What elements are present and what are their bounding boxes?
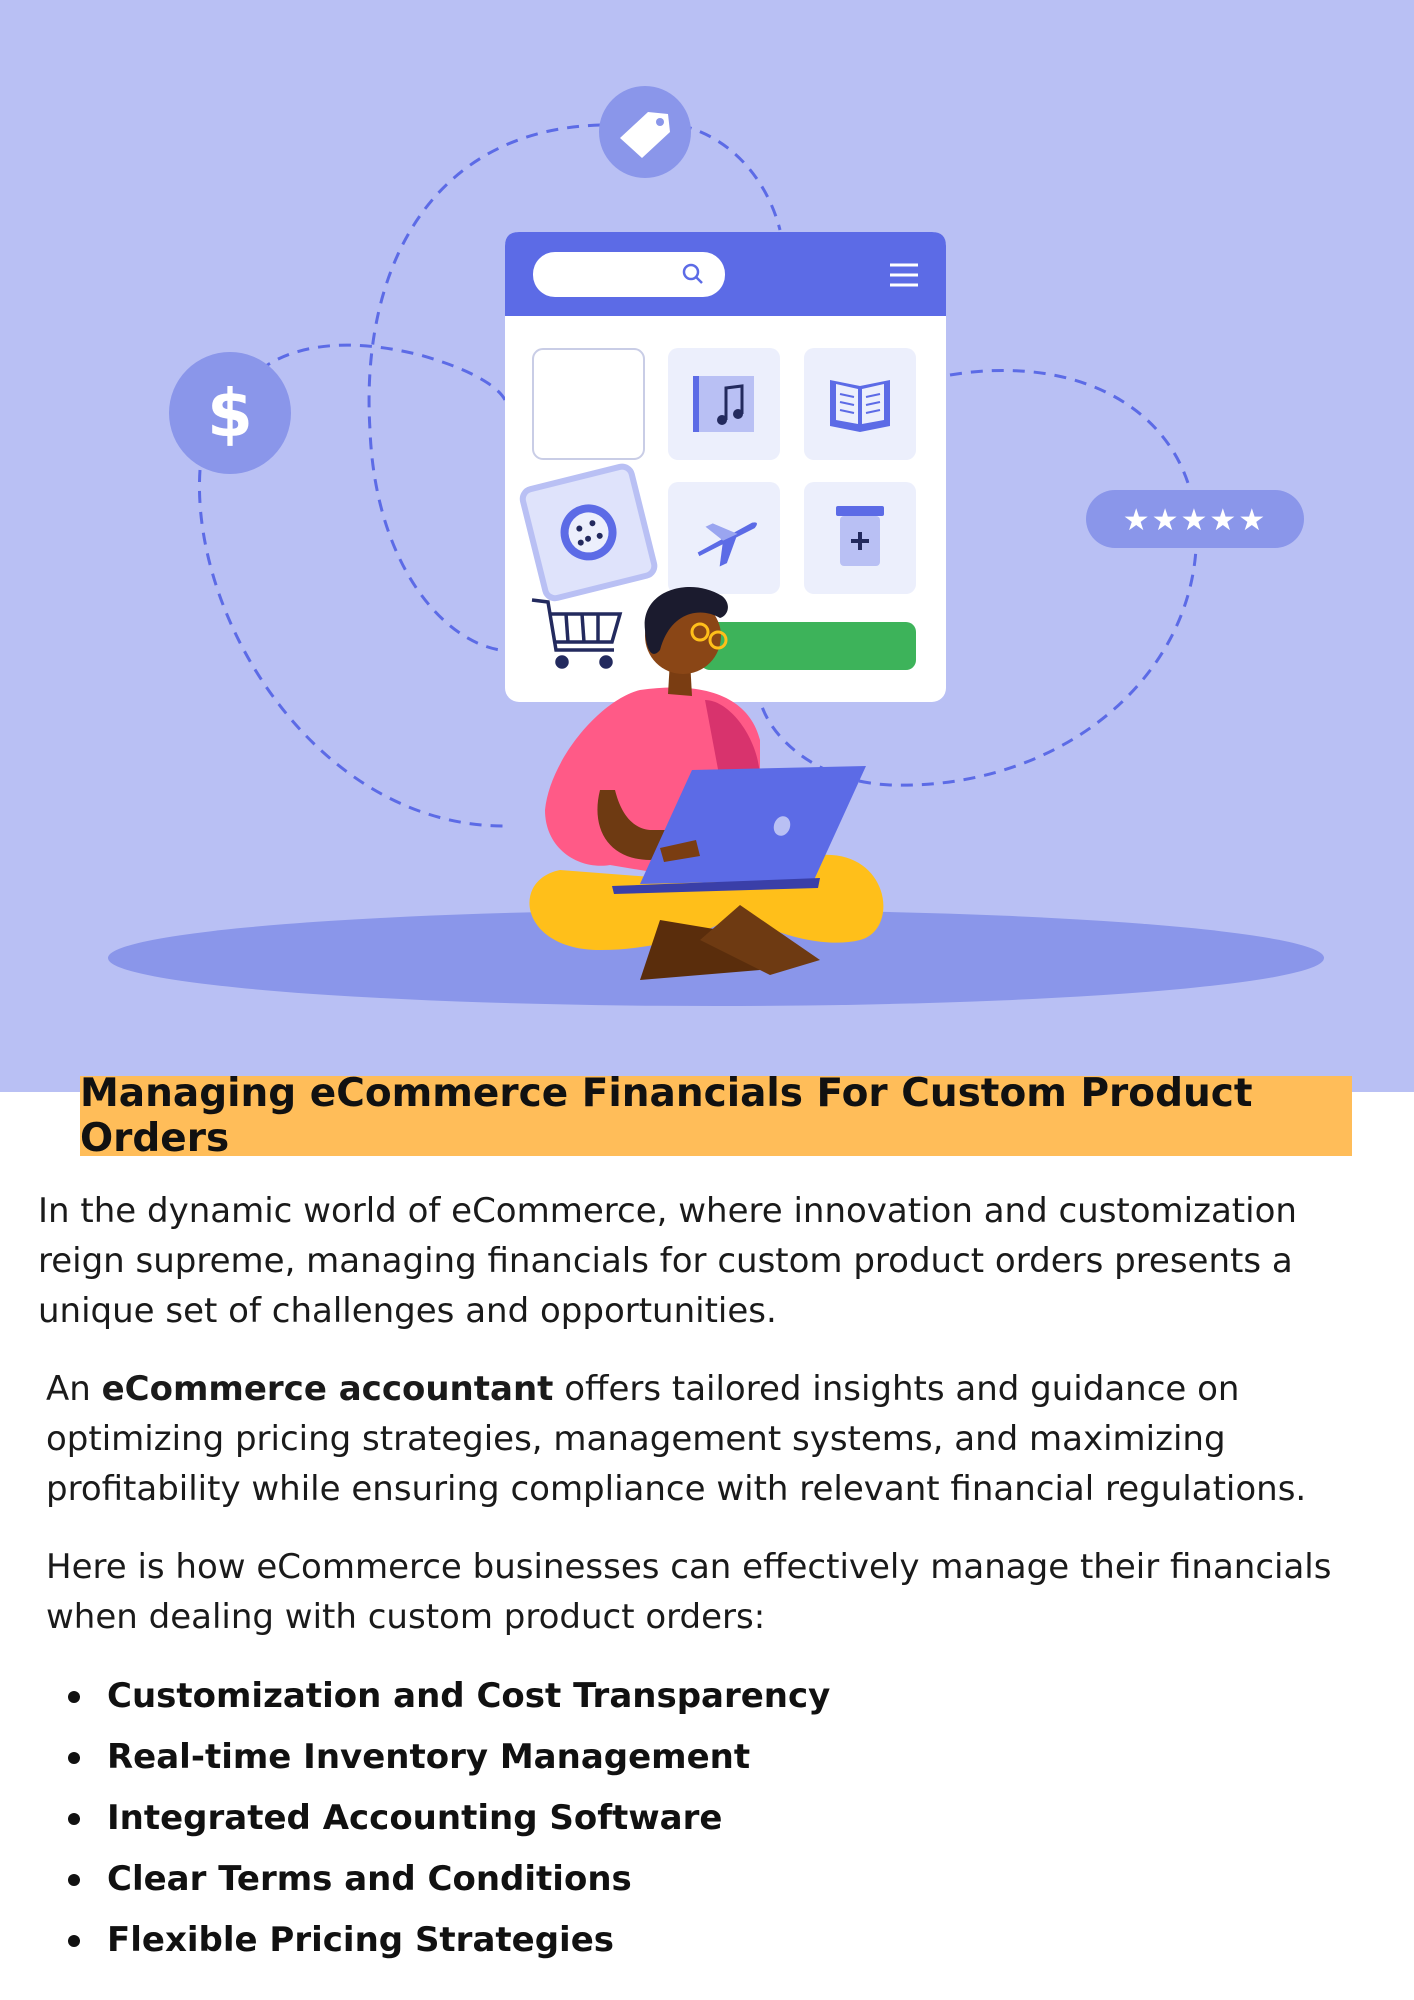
strategy-list: Customization and Cost Transparency Real… (60, 1666, 1060, 1971)
browser-window (505, 232, 946, 702)
intro-paragraph: In the dynamic world of eCommerce, where… (38, 1191, 1297, 1331)
cookie-icon (519, 463, 658, 602)
list-item-label: Integrated Accounting Software (107, 1798, 723, 1838)
bullet-dot (68, 1691, 80, 1703)
ecommerce-illustration: $ (108, 86, 1324, 1006)
woman-with-laptop (529, 586, 884, 980)
book-icon (830, 380, 890, 432)
svg-text:$: $ (207, 375, 253, 452)
airplane-icon (697, 522, 757, 567)
glasses-icon (690, 622, 728, 650)
accountant-suffix: offers tailored insights and guidance on… (46, 1369, 1307, 1509)
five-star-rating: ★★★★★ (1086, 490, 1304, 548)
list-item: Customization and Cost Transparency (60, 1666, 1060, 1727)
price-tag-icon (599, 86, 691, 178)
list-item-label: Clear Terms and Conditions (107, 1859, 632, 1899)
list-item: Real-time Inventory Management (60, 1727, 1060, 1788)
bullet-dot (68, 1813, 80, 1825)
svg-text:★★★★★: ★★★★★ (1123, 503, 1267, 538)
hamburger-menu-icon (890, 263, 918, 287)
list-item-label: Real-time Inventory Management (107, 1737, 751, 1777)
title-banner: Managing eCommerce Financials For Custom… (80, 1071, 1352, 1161)
list-item: Flexible Pricing Strategies (60, 1910, 1060, 1971)
page-title: Managing eCommerce Financials For Custom… (80, 1071, 1253, 1161)
search-bar (533, 252, 725, 297)
list-item-label: Flexible Pricing Strategies (107, 1920, 614, 1960)
music-icon (693, 376, 754, 432)
search-icon (682, 263, 703, 284)
accountant-paragraph: An eCommerce accountant offers tailored … (46, 1364, 1386, 1514)
accountant-link-text: eCommerce accountant (101, 1369, 554, 1409)
lead-in-paragraph: Here is how eCommerce businesses can eff… (46, 1547, 1332, 1637)
hero-illustration: $ (0, 0, 1414, 1092)
list-item: Clear Terms and Conditions (60, 1849, 1060, 1910)
list-item: Integrated Accounting Software (60, 1788, 1060, 1849)
accountant-prefix: An (46, 1369, 102, 1409)
list-item-label: Customization and Cost Transparency (107, 1676, 831, 1716)
shopping-cart-icon (531, 598, 623, 669)
bullet-dot (68, 1752, 80, 1764)
bullet-dot (68, 1935, 80, 1947)
dollar-icon: $ (169, 352, 291, 474)
bullet-dot (68, 1874, 80, 1886)
medicine-icon (836, 506, 884, 566)
